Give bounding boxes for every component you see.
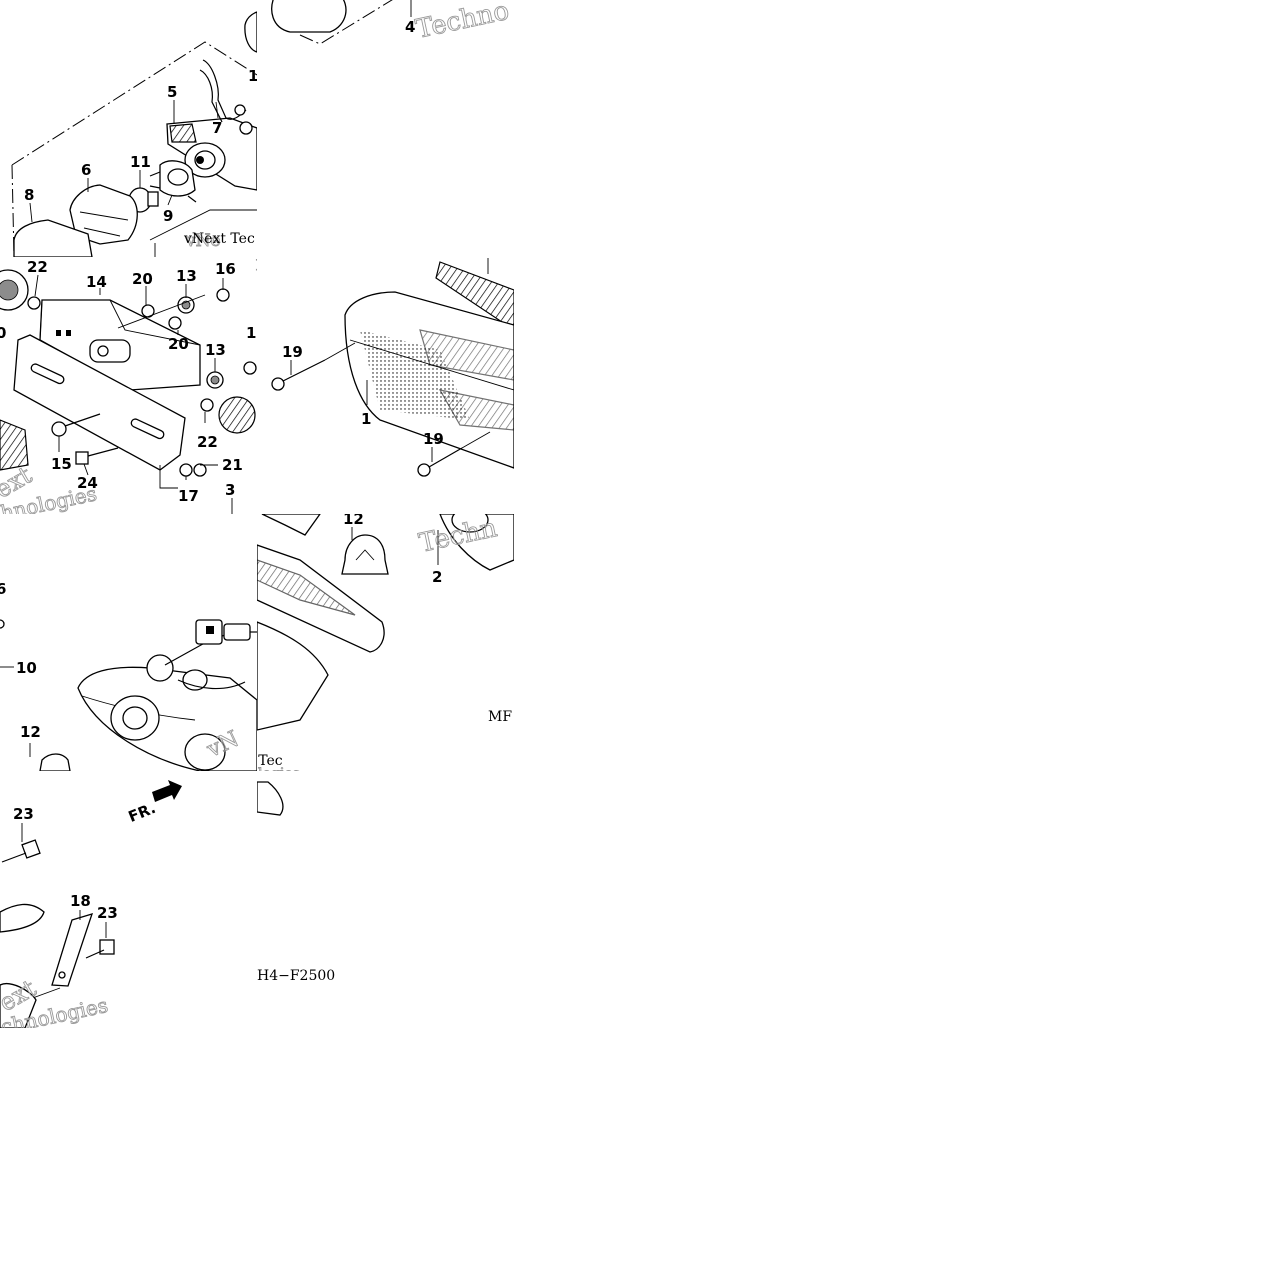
callout-22b[interactable]: 22: [197, 433, 218, 451]
callout-8[interactable]: 8: [24, 186, 34, 204]
callout-14[interactable]: 14: [86, 273, 107, 291]
callout-3[interactable]: 3: [225, 481, 235, 499]
tile-middle-right: 19 1 19: [271, 258, 514, 477]
tile-lower-right: 12 2 Techn MF ext Tec logies: [232, 510, 514, 782]
watermark-text: vNe: [185, 231, 221, 251]
callout-10-cut[interactable]: 0: [0, 324, 6, 342]
callout-4[interactable]: 4: [405, 18, 415, 36]
diagram-code: H4−F2500: [257, 968, 335, 984]
stay-18: [51, 913, 94, 987]
callout-19[interactable]: 19: [282, 343, 303, 361]
callout-13b[interactable]: 13: [205, 341, 226, 359]
license-light-cover: [69, 184, 138, 245]
callout-21[interactable]: 21: [222, 456, 243, 474]
callout-24[interactable]: 24: [77, 474, 98, 492]
callout-22[interactable]: 22: [27, 258, 48, 276]
callout-16-cut[interactable]: 1: [246, 324, 256, 342]
callout-16-cut[interactable]: 6: [0, 580, 6, 598]
bulb-12-right: [341, 534, 389, 575]
tile-top-right: 4 Techno: [271, 0, 512, 45]
tile-middle-left: logies: [0, 258, 298, 514]
callout-9[interactable]: 9: [163, 207, 173, 225]
callout-10[interactable]: 10: [16, 659, 37, 677]
callout-11[interactable]: 11: [130, 153, 151, 171]
watermark-text: vNext Tec: [183, 231, 255, 247]
callout-13[interactable]: 13: [176, 267, 197, 285]
callout-16[interactable]: 16: [215, 260, 236, 278]
callout-20b[interactable]: 20: [168, 335, 189, 353]
tile-bottom-right: H4−F2500: [257, 781, 335, 984]
callout-6[interactable]: 6: [81, 161, 91, 179]
tail-lamp-housing: [77, 666, 257, 771]
callout-23b[interactable]: 23: [97, 904, 118, 922]
callout-20[interactable]: 20: [132, 270, 153, 288]
callout-23[interactable]: 23: [13, 805, 34, 823]
front-direction-label: FR.: [126, 799, 159, 826]
callout-12b[interactable]: 12: [343, 510, 364, 528]
callout-19b[interactable]: 19: [423, 430, 444, 448]
callout-1-cut[interactable]: 1: [248, 67, 258, 85]
diagram-code-cut: MF: [488, 709, 512, 725]
callout-15[interactable]: 15: [51, 455, 72, 473]
callout-18[interactable]: 18: [70, 892, 91, 910]
front-arrow-icon: [152, 780, 182, 802]
watermark-text: logies: [256, 258, 298, 274]
license-plate-base-3: [13, 334, 186, 471]
callout-5[interactable]: 5: [167, 83, 177, 101]
callout-2[interactable]: 2: [432, 568, 442, 586]
callout-12[interactable]: 12: [20, 723, 41, 741]
tile-lower-left: 6 10 12 vN: [0, 580, 257, 771]
watermark-text: ext Tec: [232, 753, 283, 769]
watermark-text: logies: [258, 766, 300, 782]
tail-lamp-bulb-housing: [271, 0, 347, 33]
watermark-text: Techno: [413, 0, 512, 45]
license-light-lens: [13, 219, 93, 257]
tile-bottom-left: FR. 23 18 23 ext chnologies: [0, 780, 182, 1028]
callout-1[interactable]: 1: [361, 410, 371, 428]
callout-7[interactable]: 7: [212, 119, 222, 137]
callout-17[interactable]: 17: [178, 487, 199, 505]
bulb-12: [39, 753, 71, 771]
tile-top-left: vNe vNext Tec 5 7 11 6 8 9 1: [11, 11, 258, 257]
